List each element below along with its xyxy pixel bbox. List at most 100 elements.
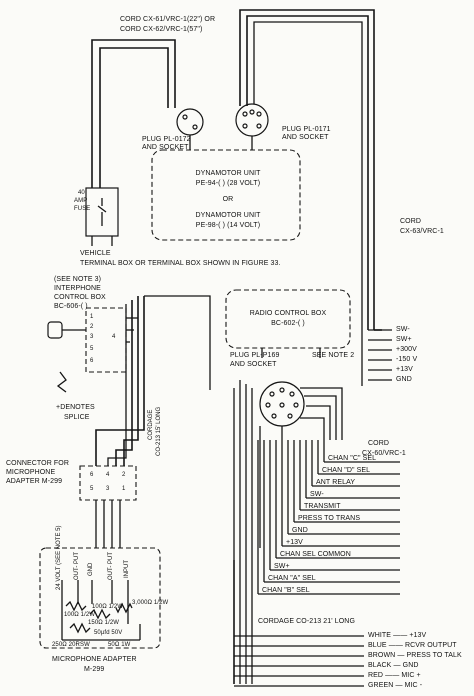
cord-cx62-label: CORD CX-62/VRC-1(57") bbox=[120, 26, 203, 33]
see-note-2-label: SEE NOTE 2 bbox=[312, 352, 355, 359]
connector-pin: 2 bbox=[122, 472, 126, 478]
vehicle-terminal-label: TERMINAL BOX OR TERMINAL BOX SHOWN IN FI… bbox=[80, 260, 281, 267]
plug-pl0171-label: PLUG PL-0171 bbox=[282, 126, 331, 133]
cord-cx60-label: CORD bbox=[368, 440, 390, 447]
cx63-lead-label: GND bbox=[396, 376, 412, 383]
fuse-label-3: FUSE bbox=[74, 206, 91, 212]
dynamotor-label-2: PE-94-( ) (28 VOLT) bbox=[195, 180, 261, 187]
cord-cx63-wire-2 bbox=[246, 15, 369, 330]
cx63-lead-label: -150 V bbox=[396, 356, 418, 363]
cx60-lead-label: CHAN "A" SEL bbox=[268, 575, 316, 582]
connector-adapter-box bbox=[79, 465, 137, 501]
dynamotor-label-3: OR bbox=[222, 196, 234, 203]
interphone-model-label: BC-606-( ) bbox=[54, 303, 88, 310]
cx63-lead-lines bbox=[368, 329, 392, 381]
interphone-control-label: CONTROL BOX bbox=[54, 294, 106, 301]
dynamotor-label-5: PE-98-( ) (14 VOLT) bbox=[195, 222, 261, 229]
cx60-lead-label: CHAN SEL COMMON bbox=[280, 551, 351, 558]
cx60-lead-lines bbox=[257, 440, 400, 595]
plug-pl169-label: PLUG PL-P169 bbox=[230, 352, 280, 359]
mic-adapter-col-label: INPUT bbox=[124, 560, 130, 578]
splice-note-label: +DENOTES bbox=[56, 404, 95, 411]
connector-pin: 5 bbox=[90, 486, 94, 492]
plug-pin bbox=[192, 124, 198, 130]
mic-adapter-r3-label: 150Ω 1/2W bbox=[88, 620, 120, 626]
connector-pin: 1 bbox=[122, 486, 126, 492]
co213-lead-label: BLUE —— RCVR OUTPUT bbox=[368, 642, 457, 649]
cx60-lead-label: CHAN "C" SEL bbox=[328, 455, 377, 462]
cx63-lead-label: +13V bbox=[396, 366, 413, 373]
fuse-box bbox=[85, 187, 119, 237]
mic-adapter-r4-label: 3,000Ω 1/2W bbox=[132, 600, 169, 606]
radio-control-box bbox=[225, 289, 351, 349]
cord-cx61-wire-inner bbox=[99, 47, 169, 188]
connector-pin: 3 bbox=[106, 486, 110, 492]
plug-pin bbox=[182, 114, 188, 120]
mic-adapter-circuit bbox=[61, 580, 141, 641]
cx60-lead-label: CHAN "B" SEL bbox=[262, 587, 310, 594]
plug-pl0172-label: PLUG PL-0172 bbox=[142, 136, 191, 143]
cx60-lead-label: SW- bbox=[310, 491, 324, 498]
cord-cx63-id-label: CX-63/VRC-1 bbox=[400, 228, 444, 235]
co213-lead-label: RED —— MIC + bbox=[368, 672, 421, 679]
mic-adapter-model: M-299 bbox=[84, 666, 105, 673]
cx60-lead-label: ANT RELAY bbox=[316, 479, 356, 486]
connector-adapter-label: CONNECTOR FOR bbox=[6, 460, 70, 467]
cord-cx63-label: CORD bbox=[400, 218, 422, 225]
connector-adapter-leads bbox=[95, 500, 121, 548]
interphone-terminal: 5 bbox=[90, 346, 94, 352]
cx60-lead-label: PRESS TO TRANS bbox=[298, 515, 361, 522]
interphone-terminal: 3 bbox=[90, 334, 94, 340]
connector-pin: 4 bbox=[106, 472, 110, 478]
fuse-label-1: 40 bbox=[78, 190, 85, 196]
mic-adapter-r2-label: 100Ω 1/2W bbox=[92, 604, 124, 610]
mic-adapter-col-label: OUT- PUT bbox=[74, 552, 80, 580]
cordage-co213-15-length-label: CO-213 15' LONG bbox=[156, 406, 162, 456]
mic-adapter-col-label: OUT- PUT bbox=[108, 552, 114, 580]
cx60-lead-label: GND bbox=[292, 527, 308, 534]
plug-pl0171-circle bbox=[235, 103, 269, 137]
connector-adapter-label-3: ADAPTER M-299 bbox=[6, 478, 63, 485]
interphone-clip bbox=[56, 371, 67, 393]
dynamotor-box bbox=[151, 149, 301, 241]
cx60-lead-label: CHAN "D" SEL bbox=[322, 467, 371, 474]
interphone-terminal: 1 bbox=[90, 314, 94, 320]
dynamotor-label-4: DYNAMOTOR UNIT bbox=[195, 212, 261, 219]
plug-pin bbox=[249, 109, 255, 115]
connector-adapter-label-2: MICROPHONE bbox=[6, 469, 56, 476]
plug-pl0172-circle bbox=[176, 108, 204, 136]
mic-adapter-r1-label: 100Ω 1/2W bbox=[64, 612, 96, 618]
cx60-fan-wires bbox=[233, 380, 343, 560]
co213-lead-label: GREEN — MIC - bbox=[368, 682, 423, 689]
mic-adapter-cap-label: 50µfd 50V bbox=[94, 630, 123, 636]
mic-adapter-r5-label: 250Ω 20RSW bbox=[52, 642, 90, 648]
cordage-co213-15-label: CORDAGE bbox=[148, 409, 154, 440]
co213-lead-label: WHITE —— +13V bbox=[368, 632, 427, 639]
co213-21-wires bbox=[233, 548, 364, 687]
cord-cx63-wire-3 bbox=[253, 21, 363, 330]
mic-adapter-title: MICROPHONE ADAPTER bbox=[52, 656, 137, 663]
fuse-label-2: AMP bbox=[74, 198, 88, 204]
cx63-lead-label: SW+ bbox=[396, 336, 412, 343]
connector-pin: 6 bbox=[90, 472, 94, 478]
radio-control-box-model-label: BC-602-( ) bbox=[271, 320, 305, 327]
fuse-symbol bbox=[97, 198, 107, 226]
cord-cx63-wire bbox=[239, 9, 375, 330]
plug-pin bbox=[242, 111, 248, 117]
cx60-lead-label: +13V bbox=[286, 539, 303, 546]
interphone-wires bbox=[95, 295, 211, 466]
splice-note-label-2: SPLICE bbox=[64, 414, 90, 421]
plug-pin bbox=[256, 111, 262, 117]
cord-cx61-wire bbox=[91, 39, 176, 188]
mic-adapter-box bbox=[39, 547, 161, 649]
dynamotor-label-1: DYNAMOTOR UNIT bbox=[195, 170, 261, 177]
interphone-knob bbox=[47, 321, 63, 339]
interphone-note-label: (SEE NOTE 3) bbox=[54, 276, 102, 283]
radio-control-box-label: RADIO CONTROL BOX bbox=[249, 310, 327, 317]
co213-lead-label: BROWN — PRESS TO TALK bbox=[368, 652, 462, 659]
plug-pin bbox=[242, 123, 248, 129]
interphone-label: INTERPHONE bbox=[54, 285, 101, 292]
mic-adapter-col-label: GND bbox=[88, 562, 94, 576]
